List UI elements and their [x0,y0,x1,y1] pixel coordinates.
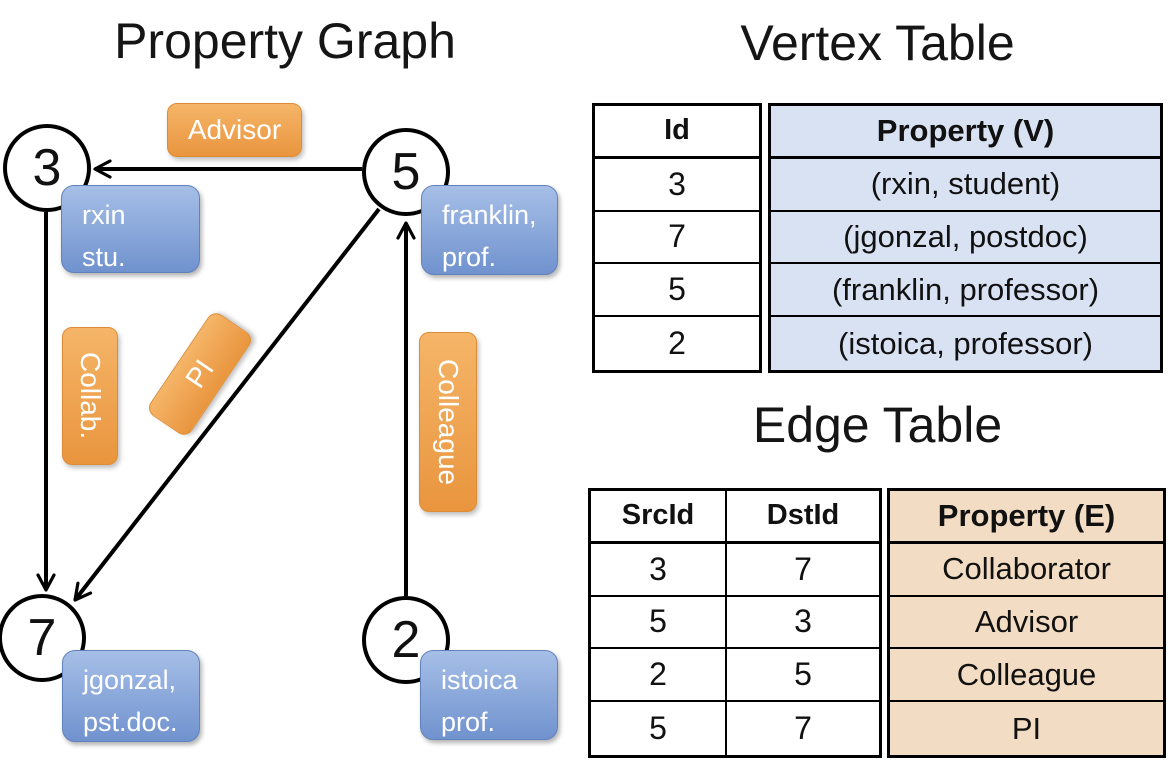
node-id: 5 [391,143,421,201]
table-cell: Collaborator [942,551,1111,587]
vertex-label-line1: rxin [82,200,126,230]
edge-line-5-to-7 [73,207,381,602]
table-cell: (istoica, professor) [838,325,1093,361]
table-cell: (rxin, student) [870,166,1061,202]
table-cell: 7 [794,710,812,747]
graph-node-2: 2 [362,596,450,684]
vertex-label-3: rxin stu. [61,185,200,273]
vertex-label-line2: stu. [82,241,126,272]
vertex-label-2: istoica prof. [420,650,558,740]
property-graph-title: Property Graph [114,13,456,69]
vertex-label-line2: pst.doc. [83,706,178,737]
edge-table-id-columns: SrcId DstId 3 7 5 3 2 5 5 7 [588,488,882,758]
table-cell: PI [1011,710,1042,746]
table-cell: 5 [794,656,812,693]
vertex-label-line1: franklin, [442,200,537,230]
node-id: 2 [391,611,421,669]
vertex-table-header-property: Property (V) [876,112,1055,148]
vertex-table-header-id: Id [664,114,690,147]
table-cell: 3 [591,543,727,595]
edge-label-text: PI [179,354,220,394]
vertex-table-property-column: Property (V) (rxin, student) (jgonzal, p… [768,103,1163,373]
vertex-label-line2: prof. [442,241,497,272]
edge-table-header-property: Property (E) [937,497,1116,533]
graph-edges-layer [36,159,416,602]
edge-label-text: Advisor [187,114,282,145]
table-cell: 3 [668,165,686,202]
table-cell: (jgonzal, postdoc) [843,218,1088,254]
table-cell: 7 [668,218,686,255]
table-cell: Colleague [956,656,1097,692]
table-cell: 2 [591,649,727,701]
vertex-label-line1: istoica [441,665,518,695]
edge-table-title: Edge Table [752,397,1003,453]
edge-label-text: Colleague [433,358,464,486]
vertex-label-line1: jgonzal, [83,665,177,695]
vertex-table-title: Vertex Table [740,15,1015,71]
node-id: 7 [27,609,57,667]
edge-table-header-dstid: DstId [766,499,840,532]
vertex-table-id-column: Id 3 7 5 2 [592,103,762,373]
edge-table-property-column: Property (E) Collaborator Advisor Collea… [887,488,1166,758]
edge-label-advisor: Advisor [167,103,302,157]
table-cell: 5 [591,596,727,648]
vertex-label-line2: prof. [441,706,496,737]
table-cell: 3 [794,603,812,640]
vertex-label-7: jgonzal, pst.doc. [62,650,200,742]
edge-label-text: Collab. [75,352,106,440]
table-cell: (franklin, professor) [831,271,1100,307]
table-cell: 7 [794,550,812,587]
edge-label-colleague: Colleague [419,332,477,512]
vertex-label-5: franklin, prof. [421,185,558,275]
graph-node-5: 5 [362,128,450,216]
edge-table-header-srcid: SrcId [591,491,727,541]
node-id: 3 [32,139,62,197]
edge-label-collab: Collab. [62,327,118,465]
table-cell: 5 [668,271,686,308]
table-cell: 5 [591,702,727,755]
table-cell: Advisor [974,603,1079,639]
table-cell: 2 [668,325,686,362]
